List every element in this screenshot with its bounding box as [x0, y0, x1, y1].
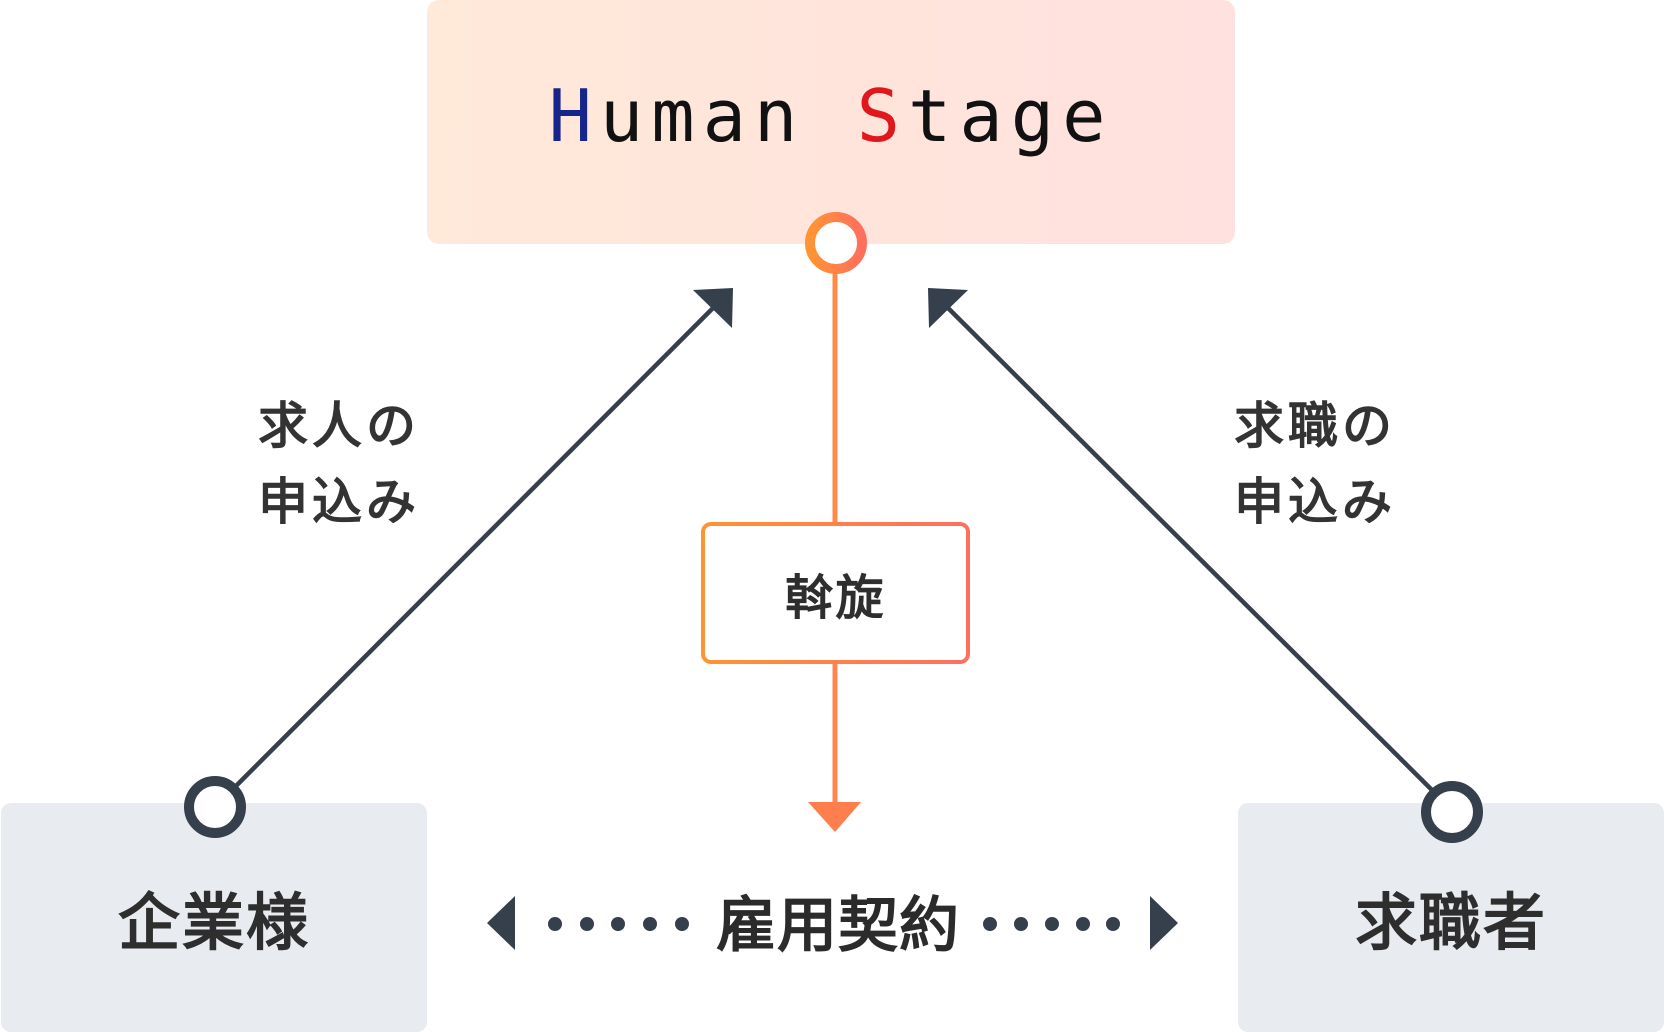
seeker-ring-connector-icon — [1421, 781, 1483, 843]
dot — [983, 917, 997, 931]
dot — [580, 917, 594, 931]
company-label: 企業様 — [117, 886, 310, 959]
company-box: 企業様 — [1, 803, 427, 1032]
seeker-to-stage-line — [941, 301, 1454, 812]
job-offer-application-label: 求人の 申込み — [258, 388, 420, 540]
brand-initial-s: S — [856, 74, 909, 158]
company-ring-connector-icon — [184, 776, 246, 838]
dot — [675, 917, 689, 931]
brand-text-tage: tage — [908, 74, 1114, 158]
job-seeker-label: 求職者 — [1354, 886, 1547, 959]
dot — [1106, 917, 1120, 931]
mediation-box: 斡旋 — [701, 522, 970, 664]
company-to-stage-line — [213, 301, 720, 809]
job-offer-label-line1: 求人の — [258, 397, 420, 455]
mediation-label: 斡旋 — [785, 570, 886, 626]
job-seeking-label-line1: 求職の — [1234, 397, 1396, 455]
seeker-to-stage-arrow-icon — [928, 288, 968, 328]
mediation-arrow-down-icon — [808, 802, 861, 832]
brand-text-uman: uman — [599, 74, 857, 158]
dot — [548, 917, 562, 931]
stage-ring-connector-icon — [805, 212, 867, 274]
human-stage-box — [427, 0, 1235, 244]
brand-initial-h: H — [548, 74, 600, 158]
contract-left-dots — [548, 917, 689, 931]
dot — [1076, 917, 1090, 931]
contract-left-triangle-icon — [487, 896, 515, 950]
job-seeker-box: 求職者 — [1238, 803, 1664, 1032]
company-to-stage-arrow-icon — [693, 288, 733, 328]
job-seeking-application-label: 求職の 申込み — [1234, 388, 1396, 540]
job-seeking-label-line2: 申込み — [1234, 473, 1396, 531]
contract-right-triangle-icon — [1150, 896, 1178, 950]
dot — [611, 917, 625, 931]
dot — [1045, 917, 1059, 931]
employment-contract-label: 雇用契約 — [703, 890, 973, 962]
contract-right-dots — [983, 917, 1120, 931]
job-offer-label-line2: 申込み — [258, 473, 420, 531]
brand-logo-text: Human Stage — [427, 76, 1235, 156]
dot — [1014, 917, 1028, 931]
dot — [643, 917, 657, 931]
